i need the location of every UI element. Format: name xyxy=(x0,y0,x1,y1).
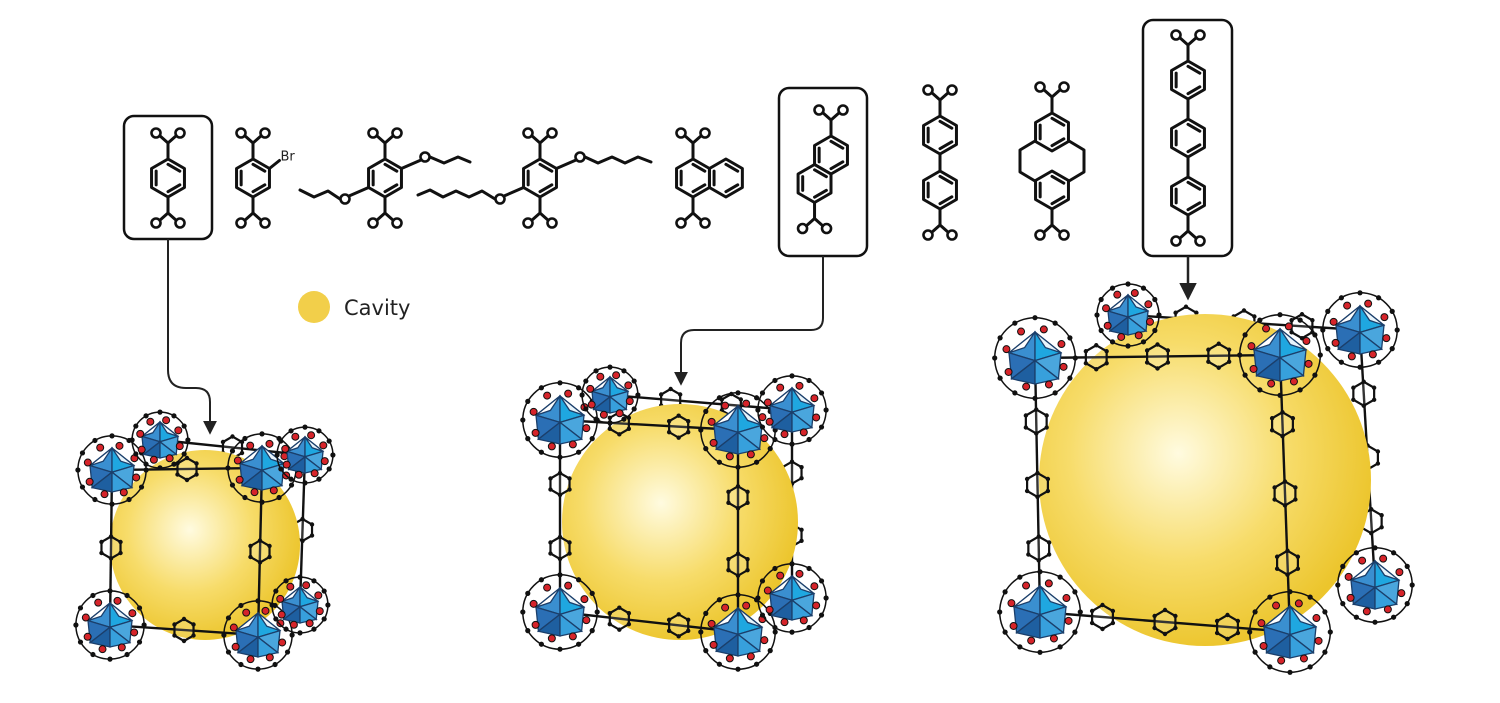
zr-oxo-cluster xyxy=(1247,589,1333,675)
arrow-to-medium-cage xyxy=(674,256,824,386)
cage-linker xyxy=(559,410,739,440)
cage-linker xyxy=(248,467,272,636)
zr-oxo-cluster xyxy=(755,561,829,635)
zr-oxo-cluster xyxy=(269,574,331,636)
zr-oxo-cluster xyxy=(1335,545,1415,625)
linker-ligand-row: Br xyxy=(150,29,1206,247)
linker-dihexyloxy-bdc xyxy=(416,127,653,229)
zr-oxo-cluster xyxy=(992,315,1078,401)
bromo-label: Br xyxy=(280,150,295,165)
cage-large xyxy=(992,281,1415,675)
cage-linker xyxy=(99,469,123,626)
linker-2-6-ndc xyxy=(796,104,849,235)
cage-linker xyxy=(1039,602,1291,642)
cage-linker xyxy=(726,430,750,632)
zr-oxo-cluster xyxy=(73,588,147,662)
zr-oxo-cluster xyxy=(579,364,641,426)
zr-oxo-cluster xyxy=(755,373,829,447)
legend: Cavity xyxy=(298,291,410,323)
zr-oxo-cluster xyxy=(129,409,191,471)
zr-oxo-cluster xyxy=(75,433,149,507)
zr-oxo-cluster xyxy=(520,572,600,652)
zr-oxo-cluster xyxy=(997,569,1083,655)
cage-small xyxy=(73,409,336,672)
linker-dipropoxy-bdc xyxy=(298,127,472,229)
cage-linker xyxy=(1034,341,1281,372)
cage-linker xyxy=(111,455,263,483)
mof-cages xyxy=(73,281,1415,675)
linker-1-4-ndc xyxy=(675,127,744,229)
linker-pyrene-dc xyxy=(1018,81,1086,241)
cavity-legend-swatch xyxy=(298,291,330,323)
cage-medium xyxy=(520,364,829,672)
zr-oxo-cluster xyxy=(1094,281,1162,349)
cavity-legend-label: Cavity xyxy=(344,296,410,320)
zr-oxo-cluster xyxy=(1237,312,1323,398)
zr-oxo-cluster xyxy=(698,592,778,672)
cage-linker xyxy=(548,420,572,612)
cage-linker xyxy=(609,386,793,419)
linker-bpdc xyxy=(922,84,958,241)
zr-oxo-cluster xyxy=(274,424,336,486)
zr-oxo-cluster xyxy=(520,380,600,460)
linker-box-bdc xyxy=(122,114,214,241)
cavity-sphere xyxy=(110,450,300,640)
cage-linker xyxy=(109,616,259,644)
cage-linker xyxy=(1269,354,1301,633)
cage-linker xyxy=(559,605,739,639)
zr-oxo-cluster xyxy=(221,598,295,672)
connector-arrows xyxy=(167,239,1197,435)
linker-tpdc xyxy=(1170,29,1206,247)
zr-oxo-cluster xyxy=(1320,290,1400,370)
arrow-to-small-cage xyxy=(167,239,217,435)
zr-oxo-cluster xyxy=(698,390,778,470)
linker-bromo-bdc: Br xyxy=(235,127,295,229)
linker-bdc xyxy=(150,127,186,229)
